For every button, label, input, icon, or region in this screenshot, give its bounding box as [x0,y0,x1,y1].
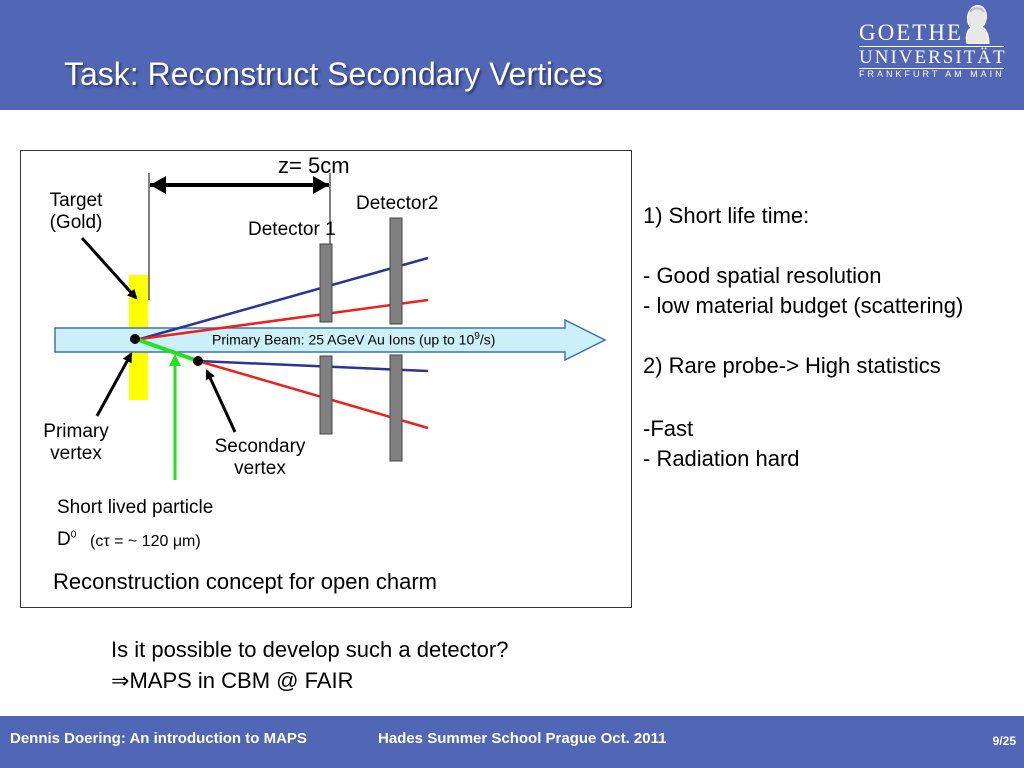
answer-line: ⇒MAPS in CBM @ FAIR [111,665,508,696]
answer-text: MAPS in CBM @ FAIR [129,668,354,693]
particle-ctau: (cτ = ~ 120 μm) [90,533,201,550]
beam-label-text: Primary Beam: 25 AGeV Au Ions (up to 10 [212,331,475,348]
requirement-spatial-resolution: - Good spatial resolution [643,263,882,288]
d0-indicator-arrowhead [169,354,181,366]
distance-arrowhead-left [150,176,166,194]
requirement-rare-probe: 2) Rare probe-> High statistics [643,353,941,378]
goethe-portrait-icon [965,5,990,44]
detector-1-lower [319,355,333,435]
logo-divider [859,68,1004,69]
beam-label-unit: /s) [479,331,496,348]
secondary-vertex-dot [193,356,203,366]
question-block: Is it possible to develop such a detecto… [111,634,508,696]
detector1-label: Detector 1 [248,219,336,240]
distance-arrowhead-right [313,176,329,194]
detector2-label: Detector2 [356,193,439,214]
secondary-vertex-label-line2: vertex [234,458,286,479]
primary-vertex-label-line2: vertex [50,443,102,464]
logo-text-goethe: GOETHE [859,20,963,45]
particle-charge: 0 [70,529,77,541]
secondary-vertex-label-line1: Secondary [214,436,306,457]
primary-vertex-dot [130,334,140,344]
particle-name: D0 [57,529,76,551]
slide-header: Task: Reconstruct Secondary Vertices GOE… [0,0,1024,110]
track-blue-upper [139,256,429,341]
implies-arrow-icon: ⇒ [111,668,130,693]
secondary-vertex-pointer-arrow [205,369,237,433]
beam-label-exponent: 9 [474,331,480,342]
primary-vertex-label-line1: Primary [43,421,109,442]
track-red-upper [139,298,429,341]
detector-2-upper [389,217,403,325]
footer-event: Hades Summer School Prague Oct. 2011 [378,730,667,747]
logo-text-universitaet: UNIVERSITÄT [859,47,1007,68]
particle-symbol: D [57,529,71,550]
target-label-line1: Target [49,190,103,211]
beam-label: Primary Beam: 25 AGeV Au Ions (up to 109… [212,331,495,348]
requirement-short-lifetime: 1) Short life time: [643,203,810,228]
detector-1-upper [319,243,333,323]
diagram-caption: Reconstruction concept for open charm [53,569,437,594]
logo-text-frankfurt: FRANKFURT AM MAIN [859,69,1005,79]
requirement-fast: -Fast [643,416,694,441]
slide-footer: Dennis Doering: An introduction to MAPS … [0,716,1024,768]
requirement-radiation-hard: - Radiation hard [643,446,800,471]
track-green-d0 [135,337,199,363]
particle-label: Short lived particle [57,497,214,518]
question-text: Is it possible to develop such a detecto… [111,637,509,662]
university-logo: GOETHE UNIVERSITÄT FRANKFURT AM MAIN [855,5,1015,82]
detector-2-lower [389,354,403,462]
primary-beam-arrow [54,318,607,362]
diagram-frame [20,150,632,608]
distance-label: z= 5cm [278,153,350,178]
secondary-vertex-label: Secondary vertex [198,436,322,480]
requirement-material-budget: - low material budget (scattering) [643,293,964,318]
requirements-list: 1) Short life time: - Good spatial resol… [643,201,963,474]
target-label: Target (Gold) [36,190,116,234]
primary-vertex-label: Primary vertex [28,421,124,465]
footer-author: Dennis Doering: An introduction to MAPS [10,730,307,747]
target-label-line2: (Gold) [49,212,103,233]
target-pointer-arrow [80,236,138,300]
slide-title: Task: Reconstruct Secondary Vertices [64,56,603,92]
logo-divider [859,46,1004,47]
page-number: 9/25 [992,734,1016,748]
primary-vertex-pointer-arrow [95,352,133,417]
